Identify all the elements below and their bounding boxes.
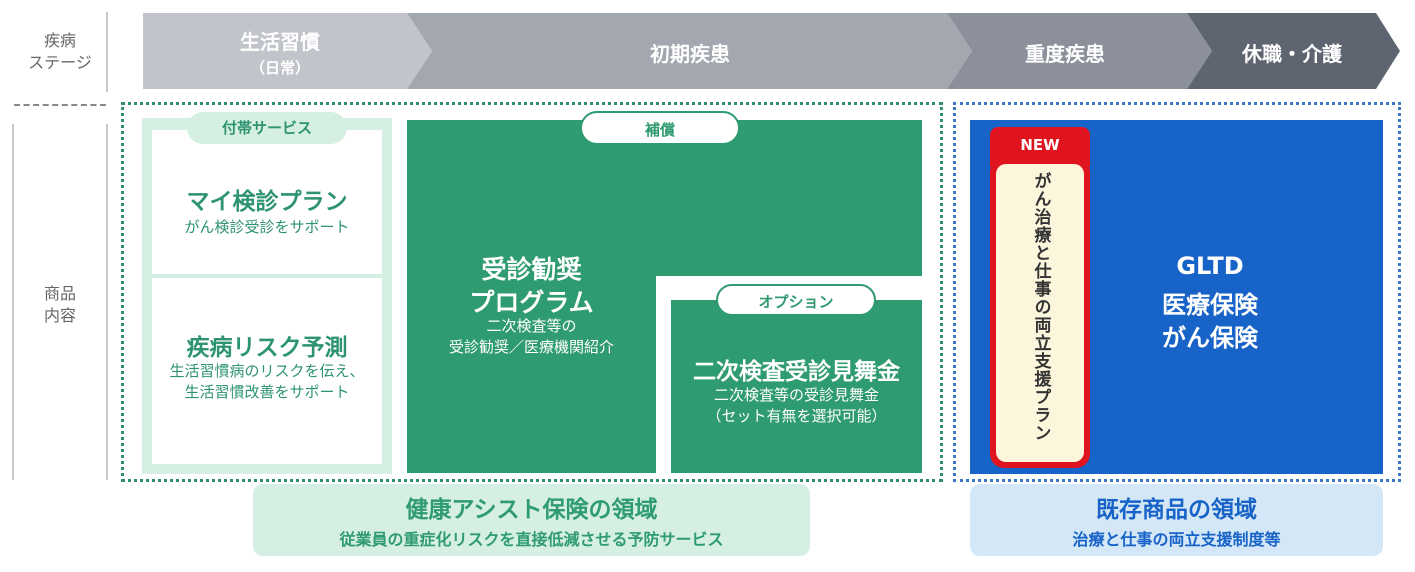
product-divider-left — [12, 124, 14, 480]
existing-line3: がん保険 — [1162, 324, 1258, 352]
program-title-line1: 受診勧奨 — [481, 255, 582, 284]
stage-2-label: 初期疾患 — [650, 42, 730, 66]
my-checkup-panel — [152, 130, 382, 274]
product-label-line2: 内容 — [43, 306, 76, 325]
existing-line2: 医療保険 — [1162, 291, 1258, 319]
health-assist-title: 健康アシスト保険の領域 — [405, 497, 658, 523]
program-sub2: 受診勧奨／医療機関紹介 — [448, 338, 614, 356]
hosho-upper-block — [407, 120, 922, 276]
option-block — [671, 300, 922, 473]
existing-caption — [970, 484, 1383, 556]
product-row-label: 商品 内容 — [20, 283, 100, 327]
new-plan-text: がん治療と仕事の両立支援プラン — [1030, 172, 1051, 442]
product-label-line1: 商品 — [43, 284, 76, 303]
option-sub1: 二次検査等の受診見舞金 — [713, 386, 879, 404]
health-assist-sub: 従業員の重症化リスクを直接低減させる予防サービス — [339, 530, 724, 549]
stage-4-label: 休職・介護 — [1242, 42, 1342, 66]
risk-prediction-title: 疾病リスク予測 — [186, 335, 348, 361]
stage-label-line2: ステージ — [28, 53, 92, 72]
stage-arrow-1 — [143, 13, 432, 89]
option-sub2: （セット有無を選択可能） — [706, 407, 887, 425]
stage-1-label: 生活習慣 — [240, 30, 320, 54]
program-sub1: 二次検査等の — [486, 317, 577, 335]
stage-label-line1: 疾病 — [43, 31, 76, 50]
stage-1-sub: （日常） — [249, 59, 310, 77]
risk-prediction-panel — [152, 278, 382, 464]
futai-tag: 付帯サービス — [187, 112, 347, 144]
hosho-tag: 補償 — [580, 111, 740, 145]
my-checkup-sub: がん検診受診をサポート — [184, 218, 350, 236]
stage-1: 生活習慣 （日常） — [190, 26, 370, 78]
stage-row-label: 疾病 ステージ — [20, 30, 100, 74]
health-assist-caption — [253, 484, 810, 556]
stage-arrows — [143, 13, 1400, 89]
hosho-lower-block — [407, 274, 656, 473]
stage-arrow-2 — [407, 13, 972, 89]
program-title-line2: プログラム — [469, 288, 594, 317]
stage-3-label: 重度疾患 — [1025, 42, 1105, 66]
option-title: 二次検査受診見舞金 — [693, 359, 900, 385]
existing-caption-sub: 治療と仕事の両立支援制度等 — [1072, 530, 1281, 549]
my-checkup-title: マイ検診プラン — [186, 189, 348, 215]
health-assist-region — [121, 102, 943, 482]
product-divider-right — [106, 124, 108, 480]
stage-arrow-3 — [947, 13, 1212, 89]
new-plan-card-inner — [996, 164, 1084, 462]
risk-prediction-sub1: 生活習慣病のリスクを伝え、 — [169, 362, 365, 380]
existing-line1: GLTD — [1176, 252, 1244, 280]
stage-divider — [106, 12, 108, 92]
row-separator — [14, 104, 106, 106]
stage-arrow-4 — [1187, 13, 1400, 89]
existing-caption-title: 既存商品の領域 — [1096, 497, 1257, 523]
existing-products-region — [953, 102, 1401, 482]
option-tag: オプション — [716, 284, 876, 316]
risk-prediction-sub2: 生活習慣改善をサポート — [184, 383, 350, 401]
